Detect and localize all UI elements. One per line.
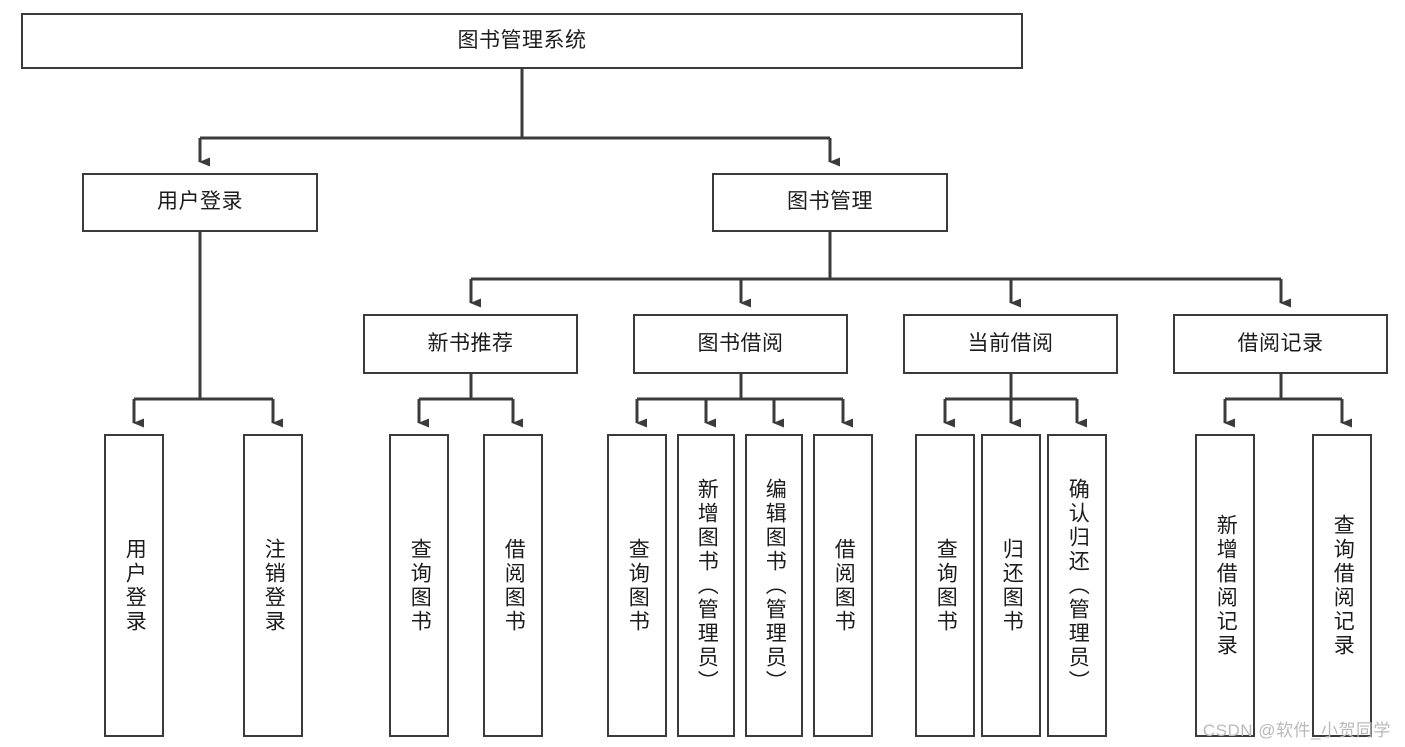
node-label: 归还图书 xyxy=(1000,537,1024,634)
node-leaf-bo-edit[interactable]: 编辑图书（管理员） xyxy=(745,434,803,737)
node-current[interactable]: 当前借阅 xyxy=(903,314,1118,374)
node-leaf-bo-borrow[interactable]: 借阅图书 xyxy=(813,434,873,737)
node-leaf-cu-return[interactable]: 归还图书 xyxy=(981,434,1041,737)
node-leaf-nb-borrow[interactable]: 借阅图书 xyxy=(483,434,543,737)
node-login[interactable]: 用户登录 xyxy=(82,173,318,232)
node-label: 新书推荐 xyxy=(427,331,514,355)
node-leaf-nb-query[interactable]: 查询图书 xyxy=(389,434,449,737)
node-leaf-rc-add[interactable]: 新增借阅记录 xyxy=(1195,434,1255,737)
node-leaf-user-login[interactable]: 用户登录 xyxy=(104,434,164,737)
node-records[interactable]: 借阅记录 xyxy=(1173,314,1388,374)
node-label: 新增图书（管理员） xyxy=(695,477,719,694)
node-label: 查询图书 xyxy=(626,537,650,634)
node-label: 图书管理系统 xyxy=(457,28,587,52)
node-newbook[interactable]: 新书推荐 xyxy=(363,314,578,374)
edge-group xyxy=(132,69,1352,428)
node-label: 编辑图书（管理员） xyxy=(763,477,787,694)
node-label: 用户登录 xyxy=(123,537,147,634)
node-label: 借阅图书 xyxy=(502,537,526,634)
node-leaf-cu-confirm[interactable]: 确认归还（管理员） xyxy=(1047,434,1107,737)
node-leaf-bo-add[interactable]: 新增图书（管理员） xyxy=(677,434,735,737)
node-borrow[interactable]: 图书借阅 xyxy=(633,314,848,374)
node-label: 借阅记录 xyxy=(1237,331,1324,355)
node-leaf-rc-query[interactable]: 查询借阅记录 xyxy=(1312,434,1372,737)
node-label: 图书管理 xyxy=(787,190,873,214)
node-leaf-cu-query[interactable]: 查询图书 xyxy=(915,434,975,737)
node-label: 图书借阅 xyxy=(697,331,784,355)
node-label: 新增借阅记录 xyxy=(1214,513,1238,658)
node-label: 确认归还（管理员） xyxy=(1066,477,1090,694)
node-label: 当前借阅 xyxy=(967,331,1054,355)
node-root[interactable]: 图书管理系统 xyxy=(21,13,1023,69)
node-label: 借阅图书 xyxy=(832,537,856,634)
node-label: 查询图书 xyxy=(934,537,958,634)
node-leaf-user-logout[interactable]: 注销登录 xyxy=(243,434,303,737)
node-label: 用户登录 xyxy=(157,190,243,214)
node-leaf-bo-query[interactable]: 查询图书 xyxy=(607,434,667,737)
node-label: 查询图书 xyxy=(408,537,432,634)
node-bookmgmt[interactable]: 图书管理 xyxy=(712,173,948,232)
node-label: 注销登录 xyxy=(262,537,286,634)
node-label: 查询借阅记录 xyxy=(1331,513,1355,658)
